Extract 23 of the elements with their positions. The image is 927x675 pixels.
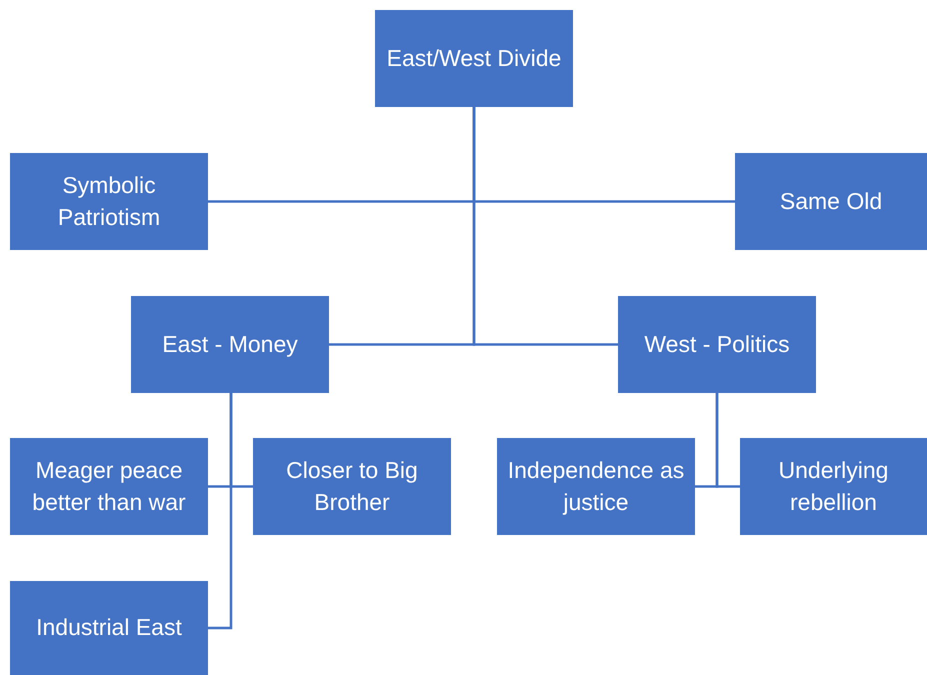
process-box [618, 296, 816, 393]
process-box [10, 153, 208, 250]
process-box [497, 438, 695, 535]
box-label: East - Money [162, 330, 298, 359]
process-box [253, 438, 451, 535]
process-box [740, 438, 927, 535]
connector-line [208, 393, 232, 630]
box-label: Independence as justice [506, 456, 686, 517]
connector-line [716, 393, 740, 488]
box-label: Meager peace better than war [31, 456, 187, 516]
box-label: Symbolic Patriotism [56, 171, 162, 232]
box-label: East/West Divide [386, 44, 562, 73]
box-label: Underlying rebellion [778, 456, 890, 516]
process-box [10, 438, 208, 535]
process-box [735, 153, 927, 250]
process-box [131, 296, 329, 393]
box-label: Industrial East [36, 613, 182, 642]
connector-line [472, 107, 618, 346]
process-box [10, 581, 208, 675]
box-label: Closer to Big Brother [285, 456, 419, 516]
box-label: West - Politics [644, 330, 790, 359]
process-box [375, 10, 573, 107]
box-label: Same Old [780, 186, 882, 216]
